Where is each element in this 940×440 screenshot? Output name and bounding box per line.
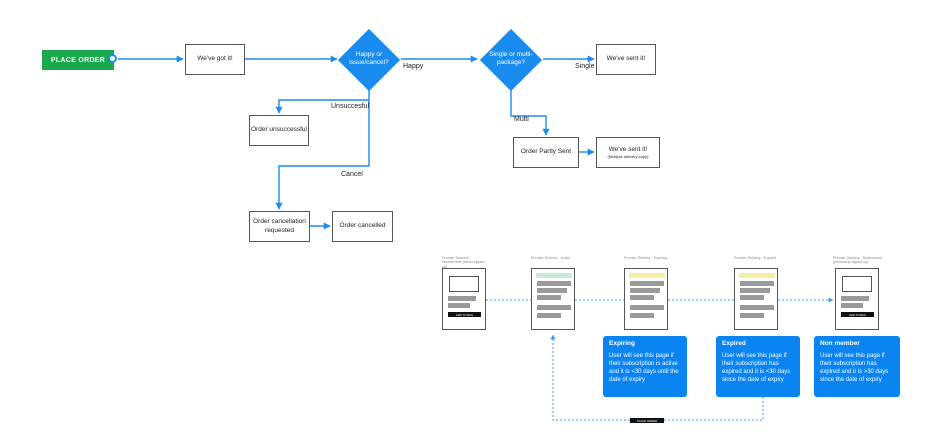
text-line [841,296,869,301]
info-card-non-member: Non member User will see this page if th… [814,336,900,397]
page-title-active: Premier Delivery - Active [531,256,571,260]
text-line [537,313,561,318]
node-got-it-label: We've got it! [197,55,233,63]
text-line [630,305,664,310]
info-card-title: Non member [820,340,860,347]
text-line [630,295,654,300]
text-line [740,288,770,293]
node-order-cancelled-label: Order cancelled [339,222,386,230]
page-title-expired: Premier Delivery - Expired [734,256,776,260]
node-partly-sent[interactable]: Order Partly Sent [513,137,579,168]
decision-happy-label: Happy or issue/cancel? [349,50,389,66]
node-sent-multi-label: We've sent it! [608,145,648,153]
edge-label-single: Single [575,63,595,70]
text-line [740,295,764,300]
add-to-bag-label: ADD TO BAG [455,312,474,317]
place-order-badge-label: PLACE ORDER [636,418,658,423]
node-cancellation-requested-label: Order cancellation requested [253,218,306,234]
text-line [630,281,664,286]
wireframe-expired[interactable] [734,268,778,330]
status-banner [536,273,572,278]
wireframe-nonmember-previous[interactable]: ADD TO BAG [835,268,879,330]
edge-unsuccessful [275,89,370,114]
add-to-bag-button[interactable]: ADD TO BAG [841,312,874,317]
wireframe-active[interactable] [531,268,575,330]
info-card-text: User will see this page if their subscri… [722,352,791,384]
page-title-nonmember-never: Premier Delivery - Nonmember (never sign… [442,256,485,269]
text-line [630,288,660,293]
text-line [537,281,571,286]
edge-label-multi: Multi [514,116,529,123]
node-sent-multi-note: (Multiple delivery copy) [607,154,649,160]
text-line [740,305,774,310]
text-line [448,303,470,308]
node-order-unsuccessful[interactable]: Order unsuccessful [249,115,309,146]
text-line [740,313,764,318]
node-sent-single[interactable]: We've sent it! [596,44,656,75]
info-card-text: User will see this page if their subscri… [609,352,679,384]
node-sent-multi[interactable]: We've sent it! (Multiple delivery copy) [596,137,660,168]
info-card-text: User will see this page if their subscri… [820,352,889,384]
add-to-bag-button[interactable]: ADD TO BAG [448,312,481,317]
info-card-expiring: Expiring User will see this page if thei… [603,336,687,397]
node-sent-single-label: We've sent it! [606,55,646,63]
text-line [630,313,654,318]
node-got-it[interactable]: We've got it! [185,44,245,75]
status-banner [739,273,775,278]
node-cancellation-requested[interactable]: Order cancellation requested [249,211,310,242]
text-line [537,288,567,293]
add-to-bag-label: ADD TO BAG [848,312,867,317]
decision-single-label: Single or multi-package? [489,50,533,66]
wireframe-expiring[interactable] [624,268,668,330]
page-title-nonmember-previous: Premier Delivery - Nonmember (previously… [833,256,883,265]
page-title-expiring: Premier Delivery - Expiring [624,256,667,260]
image-placeholder [449,276,479,292]
edge-multi [510,90,550,136]
status-banner [629,273,665,278]
place-order-label: PLACE ORDER [50,56,106,64]
info-card-title: Expiring [609,340,636,347]
text-line [841,303,863,308]
info-card-title: Expired [722,340,746,347]
place-order-badge[interactable]: PLACE ORDER [630,418,664,423]
edge-label-unsuccessful: Unsuccesful [331,103,370,110]
node-order-cancelled[interactable]: Order cancelled [332,211,393,242]
image-placeholder [842,276,872,292]
start-connector-dot [108,54,117,63]
text-line [448,296,476,301]
wireframe-nonmember-never[interactable]: ADD TO BAG [442,268,486,330]
node-partly-sent-label: Order Partly Sent [520,148,572,156]
text-line [740,281,774,286]
text-line [537,305,571,310]
node-order-unsuccessful-label: Order unsuccessful [251,126,307,134]
info-card-expired: Expired User will see this page if their… [716,336,800,397]
edge-cancel [275,100,370,210]
edge-label-happy: Happy [403,63,424,70]
text-line [537,295,561,300]
edge-label-cancel: Cancel [341,171,363,178]
place-order-start[interactable]: PLACE ORDER [42,50,114,70]
